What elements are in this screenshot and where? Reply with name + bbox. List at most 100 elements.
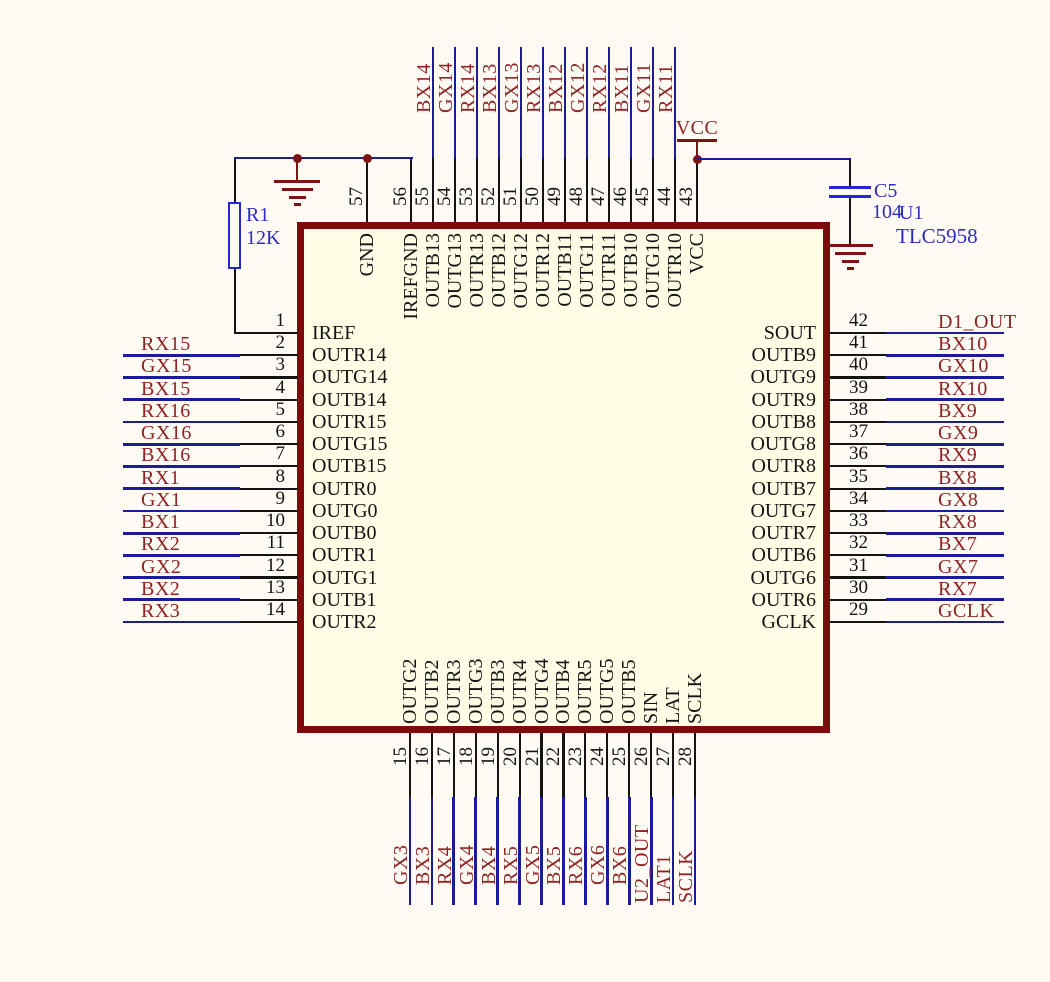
net-wire[interactable]	[693, 797, 697, 905]
net-label[interactable]: GX4	[455, 844, 478, 885]
pin-stub[interactable]	[240, 376, 298, 379]
pin-stub[interactable]	[695, 158, 699, 222]
net-label[interactable]: RX5	[499, 845, 522, 885]
pin-stub[interactable]	[671, 733, 675, 797]
net-label[interactable]: BX16	[141, 444, 191, 467]
net-wire[interactable]	[649, 797, 653, 905]
pin-stub[interactable]	[453, 158, 457, 222]
pin-stub[interactable]	[650, 733, 653, 797]
ic-designator[interactable]: U1	[899, 202, 924, 224]
net-wire[interactable]	[123, 353, 240, 357]
net-label[interactable]: D1_OUT	[938, 311, 1017, 333]
net-wire[interactable]	[540, 797, 543, 905]
net-label[interactable]: RX3	[141, 599, 181, 622]
pin-stub[interactable]	[365, 158, 369, 222]
net-wire[interactable]	[519, 47, 523, 158]
pin-stub[interactable]	[240, 487, 298, 490]
pin-stub[interactable]	[830, 576, 886, 579]
pin-stub[interactable]	[240, 576, 298, 579]
net-wire[interactable]	[518, 797, 521, 905]
net-wire[interactable]	[607, 47, 611, 158]
net-wire[interactable]	[123, 598, 240, 602]
net-wire[interactable]	[123, 398, 240, 402]
net-wire[interactable]	[886, 353, 1004, 357]
pin-stub[interactable]	[518, 733, 521, 797]
net-wire[interactable]	[123, 576, 240, 580]
pin-stub[interactable]	[830, 331, 886, 335]
pin-stub[interactable]	[830, 398, 886, 401]
net-label[interactable]: RX16	[141, 399, 191, 422]
net-label[interactable]: BX14	[413, 63, 435, 113]
net-wire[interactable]	[886, 509, 1004, 513]
net-label[interactable]: GX10	[938, 355, 989, 378]
pin-stub[interactable]	[240, 398, 298, 401]
vcc-power-label[interactable]: VCC	[675, 117, 719, 139]
pin-stub[interactable]	[673, 158, 677, 222]
resistor-symbol[interactable]	[228, 202, 241, 269]
net-wire[interactable]	[651, 47, 655, 158]
net-label[interactable]: BX6	[609, 845, 632, 885]
net-wire[interactable]	[431, 47, 435, 158]
capacitor-designator[interactable]: C5	[874, 180, 898, 202]
pin-stub[interactable]	[431, 158, 435, 222]
pin-stub[interactable]	[562, 733, 565, 797]
resistor-top-lead[interactable]	[233, 158, 236, 203]
pin-stub[interactable]	[408, 733, 412, 797]
vcc-wire-horizontal[interactable]	[697, 157, 851, 161]
net-label[interactable]: LAT1	[653, 854, 676, 903]
net-wire[interactable]	[123, 420, 240, 424]
net-wire[interactable]	[886, 331, 1004, 335]
net-wire[interactable]	[123, 376, 240, 379]
pin-stub[interactable]	[830, 487, 886, 490]
pin-stub[interactable]	[475, 158, 479, 222]
pin-stub[interactable]	[497, 158, 501, 222]
net-wire[interactable]	[452, 797, 456, 905]
net-label[interactable]: BX11	[611, 63, 633, 113]
net-wire[interactable]	[123, 554, 240, 557]
net-label[interactable]: GX12	[567, 62, 589, 113]
net-label[interactable]: RX10	[938, 377, 988, 400]
net-label[interactable]: GX16	[141, 422, 192, 445]
net-label[interactable]: BX3	[411, 845, 434, 885]
net-wire[interactable]	[430, 797, 434, 905]
pin-stub[interactable]	[240, 331, 298, 335]
net-label[interactable]: BX15	[141, 377, 191, 400]
net-wire[interactable]	[408, 797, 412, 905]
pin-stub[interactable]	[240, 420, 298, 423]
iref-wire-horizontal[interactable]	[233, 331, 244, 334]
net-label[interactable]: BX8	[938, 466, 978, 489]
resistor-designator[interactable]: R1	[246, 204, 270, 226]
net-label[interactable]: RX7	[938, 577, 978, 600]
net-label[interactable]: RX12	[589, 63, 611, 113]
pin-stub[interactable]	[830, 354, 886, 357]
pin-stub[interactable]	[240, 443, 298, 446]
net-label[interactable]: RX8	[938, 511, 978, 534]
net-wire[interactable]	[886, 487, 1004, 491]
pin-stub[interactable]	[628, 733, 631, 797]
pin-stub[interactable]	[830, 443, 886, 446]
net-label[interactable]: BX13	[479, 63, 501, 113]
pin-stub[interactable]	[606, 733, 609, 797]
net-wire[interactable]	[123, 487, 240, 491]
net-label[interactable]: BX2	[141, 577, 181, 600]
pin-stub[interactable]	[830, 376, 886, 379]
net-label[interactable]: GX5	[521, 844, 544, 885]
net-wire[interactable]	[123, 509, 240, 513]
net-wire[interactable]	[886, 376, 1004, 379]
net-wire[interactable]	[496, 797, 500, 905]
net-wire[interactable]	[123, 620, 240, 624]
net-wire[interactable]	[629, 47, 633, 158]
net-label[interactable]: RX11	[655, 63, 677, 113]
net-label[interactable]: GCLK	[938, 599, 995, 622]
pin-stub[interactable]	[430, 733, 433, 797]
net-label[interactable]: GX9	[938, 422, 979, 445]
cap-top-lead[interactable]	[848, 159, 851, 186]
pin-stub[interactable]	[830, 620, 886, 624]
pin-stub[interactable]	[240, 598, 298, 601]
pin-stub[interactable]	[474, 733, 477, 797]
pin-stub[interactable]	[240, 354, 298, 357]
net-wire[interactable]	[886, 620, 1004, 624]
net-label[interactable]: SCLK	[674, 849, 697, 903]
pin-stub[interactable]	[409, 158, 413, 222]
net-label[interactable]: BX5	[543, 845, 566, 885]
